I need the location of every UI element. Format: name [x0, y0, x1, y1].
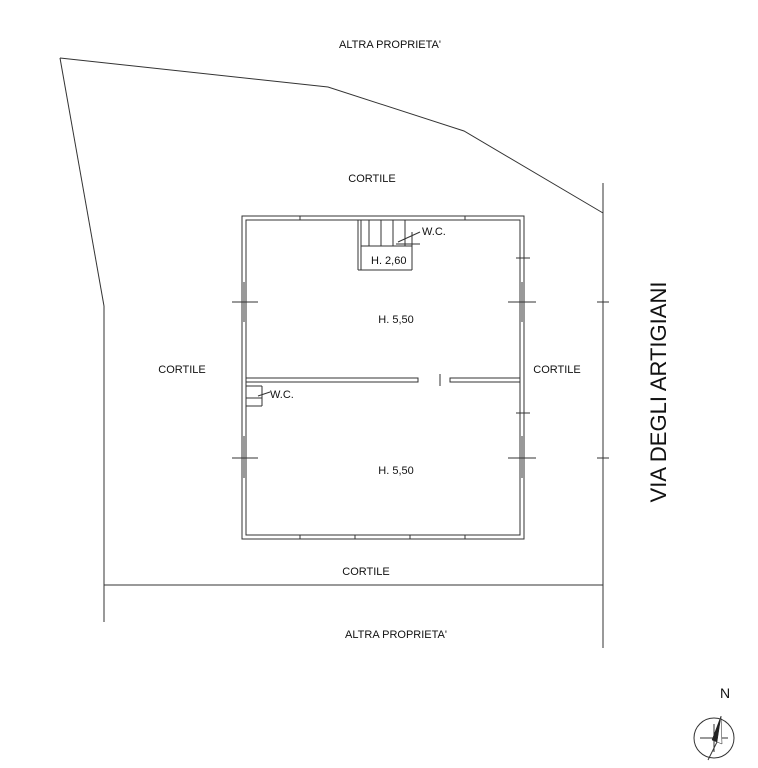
- label-street: VIA DEGLI ARTIGIANI: [646, 282, 671, 503]
- label-height-upper-room: H. 5,50: [378, 314, 413, 326]
- label-top-property: ALTRA PROPRIETA': [339, 39, 441, 51]
- label-courtyard-south: CORTILE: [342, 566, 389, 578]
- wall-joints: [299, 216, 466, 539]
- label-wc-lower: W.C.: [270, 389, 294, 401]
- north-arrow-icon: [693, 715, 735, 761]
- label-north: N: [720, 685, 730, 701]
- lower-wc-block: [246, 385, 263, 407]
- label-courtyard-west: CORTILE: [158, 364, 205, 376]
- wc-lower-leader: [257, 391, 271, 397]
- building-outer-wall: [241, 215, 525, 540]
- label-wc-upper: W.C.: [422, 226, 446, 238]
- side-window-markers: [232, 257, 536, 478]
- label-courtyard-east: CORTILE: [533, 364, 580, 376]
- label-height-wc-block: H. 2,60: [371, 255, 406, 267]
- label-courtyard-north: CORTILE: [348, 173, 395, 185]
- label-bottom-property: ALTRA PROPRIETA': [345, 629, 447, 641]
- property-boundary-line: [59, 57, 604, 214]
- wc-upper-leader: [397, 231, 421, 243]
- property-boundary-west-upper: [59, 57, 105, 307]
- upper-wc-block: [357, 220, 420, 271]
- central-partition-wall: [245, 374, 521, 386]
- label-height-lower-room: H. 5,50: [378, 465, 413, 477]
